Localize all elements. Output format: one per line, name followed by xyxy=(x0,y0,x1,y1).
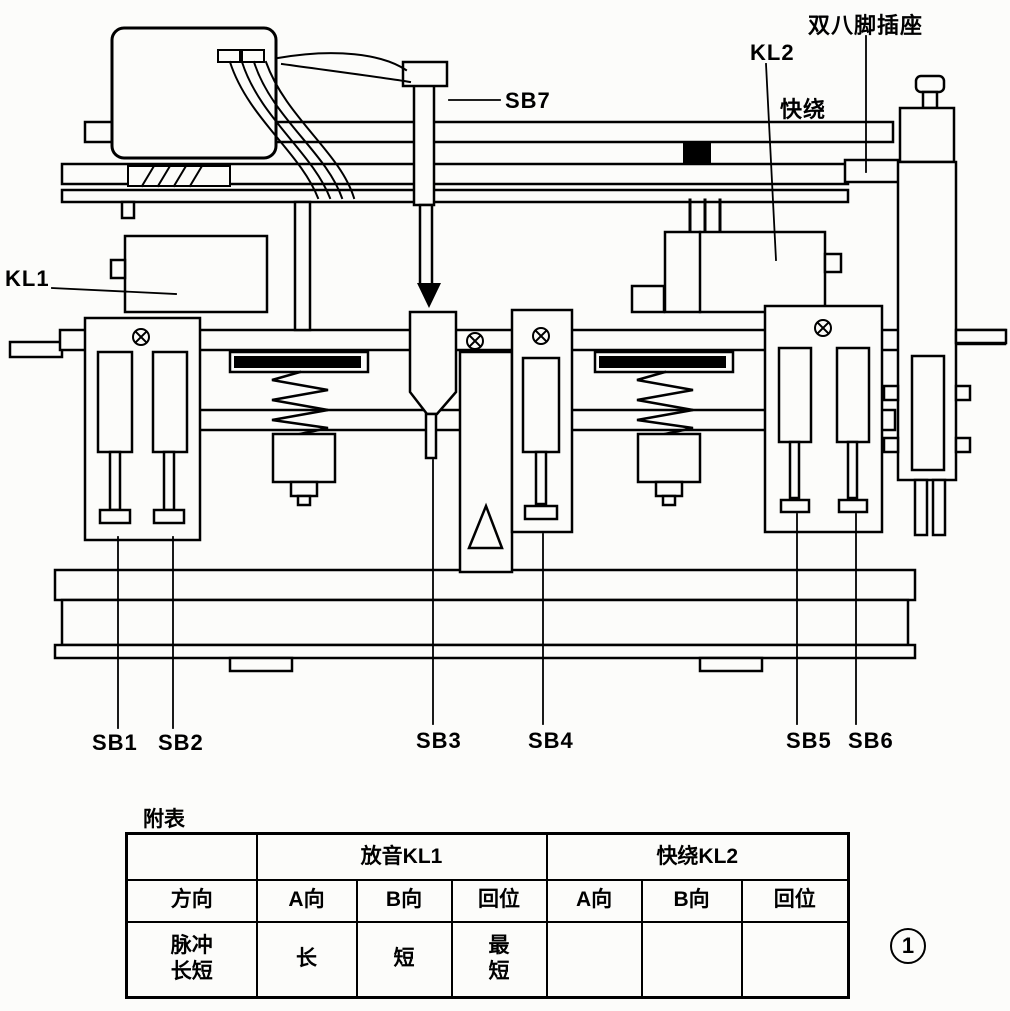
table-corner-cell xyxy=(125,832,258,881)
table-caption: 附表 xyxy=(143,808,185,831)
sb5-sb6-block xyxy=(763,304,884,534)
label-sb7: SB7 xyxy=(505,88,551,113)
label-sb6: SB6 xyxy=(848,728,894,753)
sb4-block xyxy=(510,308,574,534)
label-socket: 双八脚插座 xyxy=(808,13,924,38)
col-header-kl2-return: 回位 xyxy=(740,878,850,923)
label-kuairao: 快绕 xyxy=(780,97,827,122)
motor-box xyxy=(110,26,278,160)
label-kl2: KL2 xyxy=(750,40,795,65)
row-header-pulse-length: 脉冲 长短 xyxy=(125,920,258,999)
col-header-direction: 方向 xyxy=(125,878,258,923)
col-header-kl1-b: B向 xyxy=(355,878,453,923)
col-header-kl1-a: A向 xyxy=(255,878,358,923)
left-solenoid-assembly xyxy=(228,350,370,507)
label-sb2: SB2 xyxy=(158,730,204,755)
cell-kl1-b: 短 xyxy=(355,920,453,999)
label-sb1: SB1 xyxy=(92,730,138,755)
label-kl1: KL1 xyxy=(5,266,50,291)
figure-number-badge: 1 xyxy=(890,928,926,964)
sb3-lever xyxy=(408,310,514,574)
col-header-kl2-a: A向 xyxy=(545,878,643,923)
col-header-kl2-b: B向 xyxy=(640,878,743,923)
label-sb5: SB5 xyxy=(786,728,832,753)
base xyxy=(53,568,917,673)
group-header-kl1: 放音KL1 xyxy=(255,832,548,881)
relay-blocks xyxy=(109,198,843,332)
cell-kl2-a xyxy=(545,920,643,999)
label-sb3: SB3 xyxy=(416,728,462,753)
pulse-spec-table: 放音KL1 快绕KL2 方向 A向 B向 回位 A向 B向 回位 脉冲 长短 长… xyxy=(125,832,851,999)
deck-bars xyxy=(60,120,912,220)
wires xyxy=(228,52,412,200)
cell-kl2-return xyxy=(740,920,850,999)
leader-lines xyxy=(51,35,867,729)
label-sb4: SB4 xyxy=(528,728,574,753)
mechanism-drawing xyxy=(8,26,1008,729)
cell-kl1-a: 长 xyxy=(255,920,358,999)
col-header-kl1-return: 回位 xyxy=(450,878,548,923)
head-bracket xyxy=(127,164,231,188)
screw-heads xyxy=(132,319,832,350)
kl2-relay-block xyxy=(663,230,827,314)
cell-kl1-return: 最 短 xyxy=(450,920,548,999)
cell-kl2-b xyxy=(640,920,743,999)
sb1-sb2-block xyxy=(83,316,202,542)
right-column-assembly xyxy=(882,74,1008,537)
group-header-kl2: 快绕KL2 xyxy=(545,832,850,881)
kl1-relay-block xyxy=(123,234,269,314)
right-solenoid-assembly xyxy=(593,350,735,507)
